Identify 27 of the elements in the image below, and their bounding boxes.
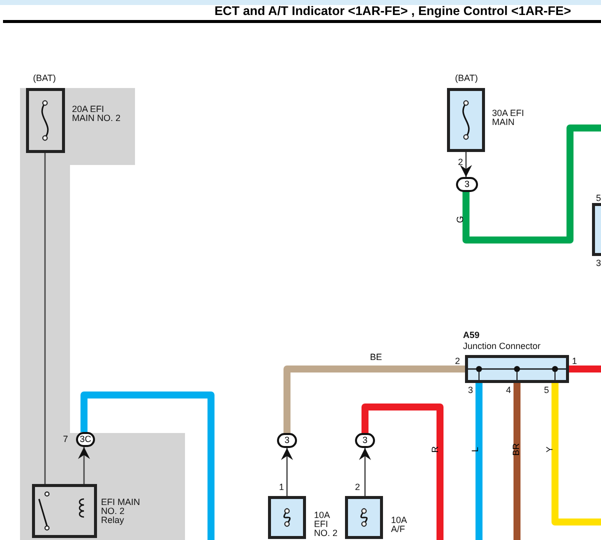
wire-label: G <box>456 216 465 223</box>
connector-name: Junction Connector <box>463 342 541 351</box>
power-source-label: (BAT) <box>455 74 478 83</box>
pin-number: 2 <box>458 158 464 167</box>
wire-label: Y <box>546 446 554 452</box>
relay-label: EFI MAIN NO. 2 Relay <box>101 498 142 525</box>
pin-number: 7 <box>63 435 68 444</box>
wire-label: BR <box>512 443 521 456</box>
fuse-label: 20A EFI MAIN NO. 2 <box>72 105 122 123</box>
pin-number: 1 <box>572 357 578 366</box>
pin-number: 3 <box>596 259 601 268</box>
pin-number: 3 <box>468 386 474 395</box>
wire-label: BE <box>370 353 382 362</box>
pin-number: 5 <box>544 386 550 395</box>
fuse-label: 30A EFI MAIN <box>492 109 526 127</box>
power-source-label: (BAT) <box>33 74 56 83</box>
pin-number: 5 <box>596 194 601 203</box>
pin-number: 2 <box>455 357 460 366</box>
title: ECT and A/T Indicator <1AR-FE> , Engine Control <1AR-FE> <box>214 4 571 19</box>
pin-number: 1 <box>279 483 284 492</box>
pin-number: 4 <box>506 386 512 395</box>
connector-code: A59 <box>463 331 480 340</box>
fuse-label: 10A EFI NO. 2 <box>314 511 339 538</box>
wire-label: R <box>430 446 440 453</box>
wire-label: L <box>471 447 480 452</box>
pin-number: 2 <box>355 483 360 492</box>
fuse-label: 10A A/F <box>391 516 408 534</box>
